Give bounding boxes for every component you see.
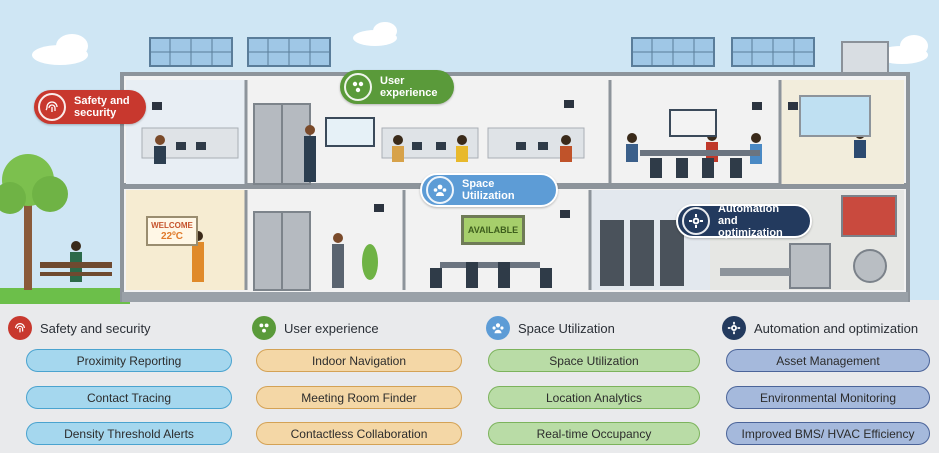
safety-bubble-line2: security bbox=[74, 107, 117, 119]
category-title: Space Utilization bbox=[518, 320, 615, 336]
category-title: Automation and optimization bbox=[754, 320, 919, 336]
use-case-pill[interactable]: Contact Tracing bbox=[26, 386, 232, 409]
hvac-system bbox=[789, 195, 897, 289]
auto-bubble-line2: optimization bbox=[718, 227, 783, 239]
welcome-sign-temp: 22ºC bbox=[161, 231, 183, 242]
group-icon bbox=[426, 176, 454, 204]
category-header: Safety and security bbox=[8, 316, 151, 340]
chairs bbox=[430, 158, 742, 288]
category-header: Automation and optimization bbox=[722, 316, 918, 340]
use-case-panel: Safety and security Proximity Reporting … bbox=[0, 312, 939, 453]
tree-icon bbox=[0, 154, 68, 290]
use-case-pill[interactable]: Meeting Room Finder bbox=[256, 386, 462, 409]
use-case-pill[interactable]: Contactless Collaboration bbox=[256, 422, 462, 445]
use-case-pill[interactable]: Asset Management bbox=[726, 349, 930, 372]
fingerprint-icon bbox=[38, 93, 66, 121]
welcome-sign: WELCOME 22ºC bbox=[146, 216, 198, 246]
use-case-pill[interactable]: Indoor Navigation bbox=[256, 349, 462, 372]
solar-panels bbox=[149, 37, 815, 67]
use-case-pill[interactable]: Proximity Reporting bbox=[26, 349, 232, 372]
category-title: Safety and security bbox=[40, 320, 151, 336]
fingerprint-icon bbox=[8, 316, 32, 340]
use-case-pill[interactable]: Environmental Monitoring bbox=[726, 386, 930, 409]
category-automation: Automation and optimization Asset Manage… bbox=[722, 312, 934, 453]
people-icon bbox=[344, 73, 372, 101]
gear-icon bbox=[722, 316, 746, 340]
space-bubble-label: Space Utilization bbox=[462, 178, 515, 202]
auto-bubble-line1: Automation and bbox=[718, 203, 780, 227]
use-case-pill[interactable]: Improved BMS/ HVAC Efficiency bbox=[726, 422, 930, 445]
building-illustration bbox=[0, 0, 939, 304]
category-space-utilization: Space Utilization Space Utilization Loca… bbox=[486, 312, 702, 453]
server-racks bbox=[600, 220, 684, 286]
category-safety: Safety and security Proximity Reporting … bbox=[8, 312, 234, 453]
group-icon bbox=[486, 316, 510, 340]
use-case-pill[interactable]: Real-time Occupancy bbox=[488, 422, 700, 445]
gear-icon bbox=[682, 207, 710, 235]
user-bubble-line1: User bbox=[380, 75, 405, 87]
available-sign: AVAILABLE bbox=[461, 215, 525, 245]
use-case-pill[interactable]: Location Analytics bbox=[488, 386, 700, 409]
safety-bubble-line1: Safety and bbox=[74, 95, 130, 107]
use-case-pill[interactable]: Space Utilization bbox=[488, 349, 700, 372]
people-icon bbox=[252, 316, 276, 340]
use-case-pill[interactable]: Density Threshold Alerts bbox=[26, 422, 232, 445]
space-utilization-bubble: Space Utilization bbox=[420, 173, 558, 207]
category-user-experience: User experience Indoor Navigation Meetin… bbox=[252, 312, 464, 453]
user-bubble-line2: experience bbox=[380, 87, 438, 99]
access-point-icon bbox=[152, 100, 798, 218]
category-title: User experience bbox=[284, 320, 379, 336]
category-header: User experience bbox=[252, 316, 379, 340]
category-header: Space Utilization bbox=[486, 316, 615, 340]
welcome-sign-label: WELCOME bbox=[151, 221, 193, 230]
